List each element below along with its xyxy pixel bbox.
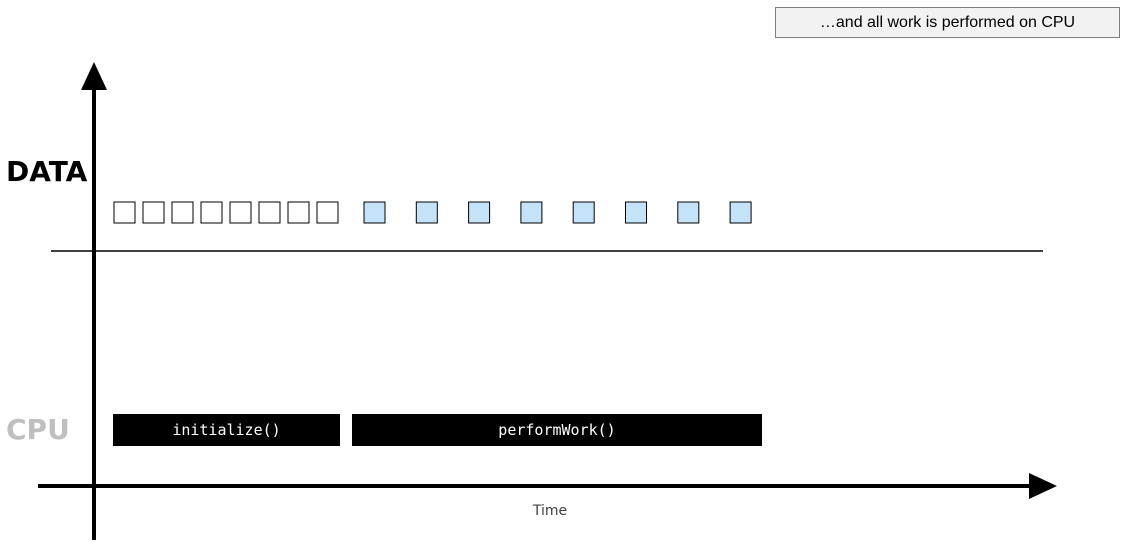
unprocessed-data-item (316, 201, 339, 224)
unprocessed-data-item (113, 201, 136, 224)
data-lane-label: DATA (6, 155, 88, 188)
data-items-row (113, 201, 752, 224)
time-axis-label: Time (532, 503, 568, 519)
callout-box: …and all work is performed on CPU (775, 7, 1120, 38)
initialize-task-block: initialize() (113, 414, 340, 446)
processed-data-item (363, 201, 386, 224)
processed-data-item (677, 201, 700, 224)
unprocessed-data-item (171, 201, 194, 224)
vertical-axis-arrowhead (81, 62, 107, 90)
processed-data-item (625, 201, 647, 224)
processed-data-item (468, 201, 491, 224)
unprocessed-data-item (200, 201, 223, 224)
processed-data-item (415, 201, 438, 224)
unprocessed-data-item (287, 201, 310, 224)
initialize-task-label: initialize() (172, 421, 281, 439)
processed-data-item (572, 201, 595, 224)
unprocessed-data-item (142, 201, 165, 224)
perform-work-task-label: performWork() (498, 421, 616, 439)
processed-data-item (520, 201, 543, 224)
cpu-lane-label: CPU (6, 413, 70, 446)
callout-text: …and all work is performed on CPU (819, 14, 1076, 31)
time-axis-arrowhead (1029, 473, 1057, 499)
unprocessed-data-item (229, 201, 252, 224)
processed-data-item (729, 201, 752, 224)
perform-work-task-block: performWork() (352, 414, 762, 446)
unprocessed-data-item (258, 201, 281, 224)
